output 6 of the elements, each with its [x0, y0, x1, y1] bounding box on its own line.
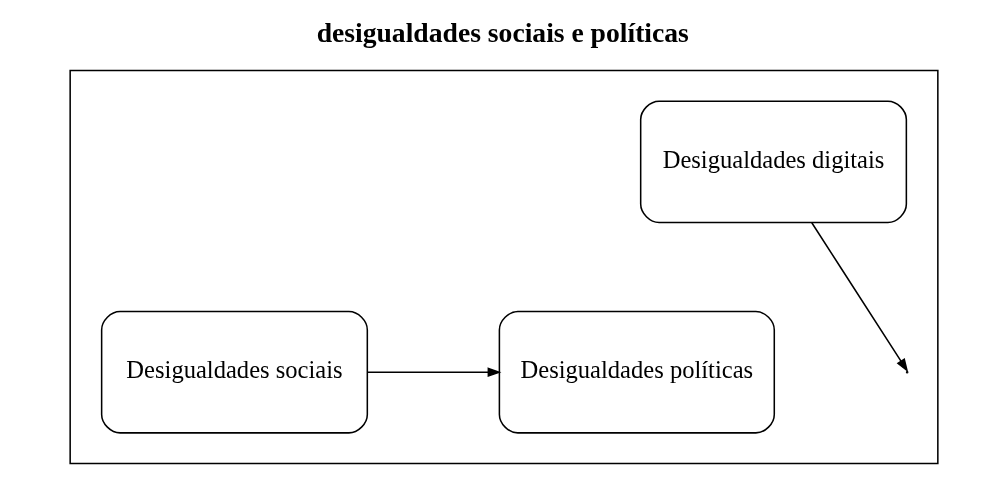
- node-box: Desigualdades sociais: [100, 310, 369, 434]
- arrow: [366, 366, 502, 377]
- diagram-title: desigualdades sociais e políticas: [316, 16, 689, 48]
- cluster: [69, 69, 939, 464]
- node-box: Desigualdades digitais: [639, 99, 908, 223]
- node-box: Desigualdades políticas: [498, 310, 776, 434]
